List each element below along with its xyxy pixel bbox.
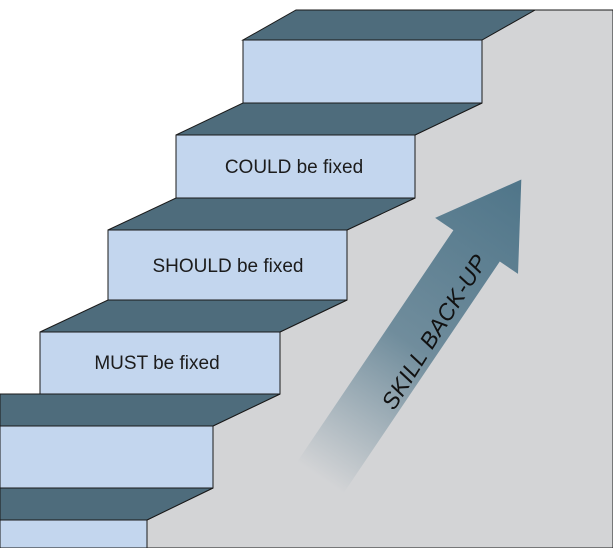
skill-arrow <box>296 179 522 494</box>
step-5-riser <box>0 425 214 489</box>
step-2-riser <box>175 134 416 199</box>
step-2-label: COULD be fixed <box>225 157 363 178</box>
step-2: COULD be fixed <box>175 102 483 199</box>
step-5 <box>0 393 281 489</box>
step-6 <box>0 487 214 548</box>
step-1-riser <box>242 39 483 104</box>
step-4-riser <box>39 331 281 395</box>
step-1 <box>241 9 537 104</box>
step-6-riser <box>0 519 148 548</box>
step-4: MUST be fixed <box>39 299 348 395</box>
step-3-label: SHOULD be fixed <box>152 256 303 277</box>
step-4-label: MUST be fixed <box>94 353 219 374</box>
